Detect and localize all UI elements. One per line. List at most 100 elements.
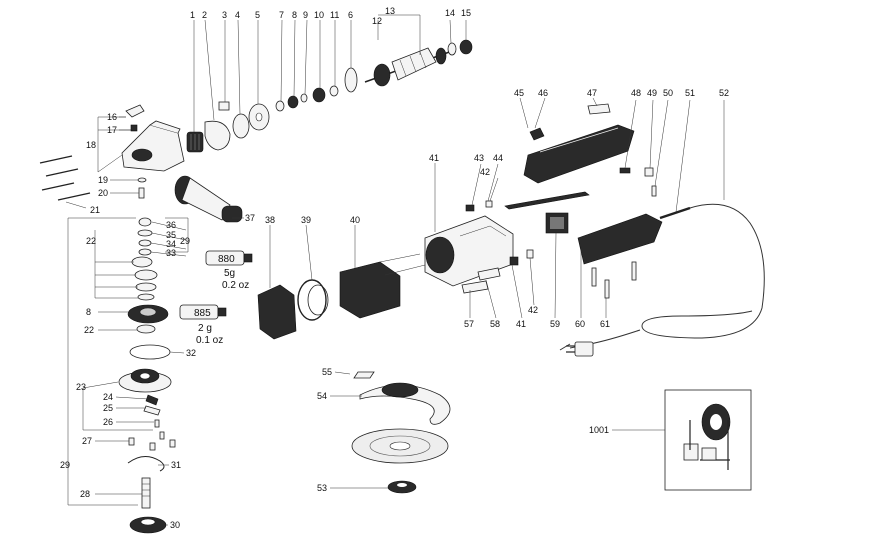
label-33: 33: [166, 248, 176, 258]
label-7: 7: [279, 10, 284, 20]
label-27: 27: [82, 436, 92, 446]
part-43-switch-a: [465, 204, 475, 212]
label-22b: 22: [84, 325, 94, 335]
grease-tube-885: [179, 304, 227, 320]
part-20-pin: [138, 187, 145, 199]
group-bracket-29a: [165, 217, 189, 253]
part-32-gasket: [129, 344, 171, 360]
mains-plug: [566, 341, 594, 357]
grease-885-oz: 0.1 oz: [196, 335, 223, 346]
part-48-spring: [619, 167, 631, 174]
part-1-brake-spring: [186, 131, 204, 153]
label-37: 37: [245, 213, 255, 223]
part-1001-wiring-inset: [664, 389, 752, 491]
label-19: 19: [98, 175, 108, 185]
part-17-screw: [130, 124, 138, 132]
label-6: 6: [348, 10, 353, 20]
label-9: 9: [303, 10, 308, 20]
part-40-stator: [339, 253, 426, 319]
label-52: 52: [719, 88, 729, 98]
part-30-clamp-nut: [129, 516, 167, 534]
label-23: 23: [76, 382, 86, 392]
label-22a: 22: [86, 236, 96, 246]
label-11: 11: [330, 10, 339, 20]
leader-lines: [65, 19, 725, 526]
grease-885-amount: 2 g: [198, 323, 212, 334]
label-12: 12: [372, 16, 382, 26]
part-22-gear-d: [137, 293, 155, 301]
part-27-screw-a: [128, 437, 135, 446]
part-60-handle-half: [577, 213, 663, 265]
label-55: 55: [322, 367, 332, 377]
label-20: 20: [98, 188, 108, 198]
part-61-screw-a: [591, 267, 597, 287]
label-1001: 1001: [589, 425, 609, 435]
part-18-gear-head: [121, 120, 185, 172]
label-57: 57: [464, 319, 474, 329]
part-34-ring: [138, 239, 152, 247]
label-31: 31: [171, 460, 181, 470]
part-15-bearing: [459, 39, 473, 55]
part-22-ring: [136, 324, 156, 334]
part-44-switch-bar: [504, 191, 590, 210]
part-41-motor-housing: [424, 215, 514, 287]
part-37-side-handle: [174, 175, 243, 223]
part-16-cover: [125, 104, 145, 118]
part-22-gear-b: [134, 269, 158, 281]
label-49: 49: [647, 88, 657, 98]
part-2-spring-clip: [204, 120, 231, 151]
label-41a: 41: [429, 153, 439, 163]
part-52-power-cord: [559, 203, 765, 351]
part-9-washer: [300, 93, 308, 103]
part-22-gear-a: [131, 256, 153, 268]
part-59-switch-module: [545, 212, 569, 234]
part-19-washer: [137, 177, 147, 183]
label-18: 18: [86, 140, 96, 150]
part-33-ring: [138, 248, 152, 256]
label-43: 43: [474, 153, 484, 163]
label-51: 51: [685, 88, 695, 98]
group-bracket-13: [377, 14, 421, 55]
grease-880-oz: 0.2 oz: [222, 280, 249, 291]
label-4: 4: [235, 10, 240, 20]
part-51-cable-sleeve: [659, 206, 691, 220]
label-5: 5: [255, 10, 260, 20]
group-bracket-29-long: [67, 217, 138, 506]
label-46: 46: [538, 88, 548, 98]
part-6-fan-disc: [344, 67, 358, 93]
grease-tube-880: [205, 250, 253, 266]
label-36: 36: [166, 220, 176, 230]
part-43-switch-b: [485, 200, 493, 208]
part-11-ring: [329, 85, 339, 97]
label-25: 25: [103, 403, 113, 413]
label-16: 16: [107, 112, 117, 122]
part-54-wheel-guard: [359, 382, 451, 425]
label-26: 26: [103, 417, 113, 427]
part-31-cable: [127, 456, 165, 472]
part-27-screw-c: [169, 439, 176, 448]
label-38: 38: [265, 215, 275, 225]
label-61: 61: [600, 319, 610, 329]
label-8b: 8: [86, 307, 91, 317]
part-24-spindle-lock: [145, 394, 159, 406]
label-32: 32: [186, 348, 196, 358]
part-50-screw: [651, 185, 657, 197]
group-bracket-18: [97, 116, 131, 173]
group-bracket-23: [82, 381, 153, 431]
label-39: 39: [301, 215, 311, 225]
part-27-screw-b: [149, 442, 156, 451]
label-50: 50: [663, 88, 673, 98]
part-21-screws: [39, 155, 91, 201]
group-bracket-22: [94, 230, 138, 299]
label-59: 59: [550, 319, 560, 329]
part-4-disc: [232, 113, 250, 139]
part-5-flange: [248, 103, 270, 131]
label-42a: 42: [480, 167, 490, 177]
part-57-label: [461, 280, 489, 294]
part-8-nut: [287, 95, 299, 109]
label-58: 58: [490, 319, 500, 329]
label-2: 2: [202, 10, 207, 20]
label-29a: 29: [180, 236, 190, 246]
part-22-gear-c: [135, 282, 157, 292]
label-35: 35: [166, 230, 176, 240]
